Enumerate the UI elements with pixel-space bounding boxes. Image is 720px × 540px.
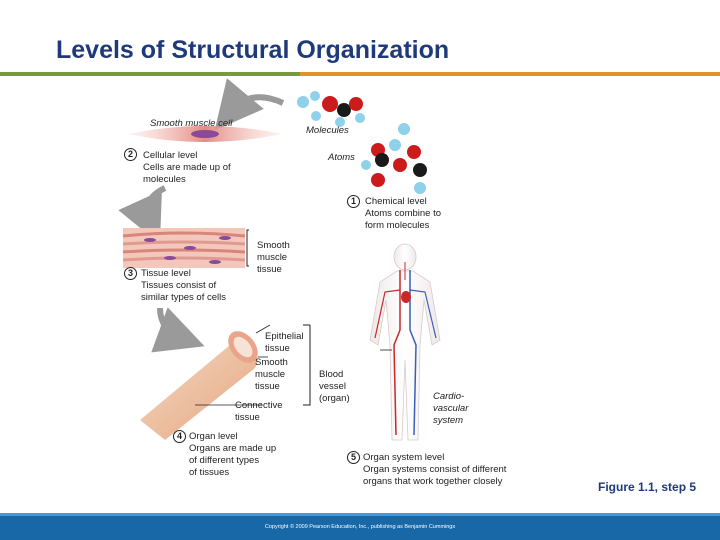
footer-stripe xyxy=(0,513,720,516)
arrow-cell-to-tissue xyxy=(118,185,167,244)
step-5-marker: 5 xyxy=(347,451,360,464)
step-1-marker: 1 xyxy=(347,195,360,208)
organ-smooth-muscle-tissue-label: Smooth muscle tissue xyxy=(255,357,288,392)
step-3-marker: 3 xyxy=(124,267,137,280)
arrow-tissue-to-organ xyxy=(151,307,205,353)
cellular-level-label: Cellular level Cells are made up of mole… xyxy=(143,150,231,185)
page-title: Levels of Structural Organization xyxy=(56,36,450,64)
smooth-muscle-tissue-label: Smooth muscle tissue xyxy=(257,240,290,275)
cardiovascular-system-label: Cardio- vascular system xyxy=(433,391,469,426)
blood-vessel-label: Blood vessel (organ) xyxy=(319,369,350,404)
atoms-label: Atoms xyxy=(328,152,355,163)
epithelial-tissue-label: Epithelial tissue xyxy=(265,331,304,354)
connective-tissue-label: Connective tissue xyxy=(235,400,283,423)
blood-vessel-illustration xyxy=(140,324,311,440)
tissue-level-label: Tissue level Tissues consist of similar … xyxy=(141,268,226,303)
footer-bar xyxy=(0,513,720,540)
step-4-marker: 4 xyxy=(173,430,186,443)
smooth-muscle-tissue-illustration xyxy=(122,228,249,268)
step-2-marker: 2 xyxy=(124,148,137,161)
cardiovascular-system-illustration xyxy=(369,243,441,441)
organ-system-level-label: Organ system level Organ systems consist… xyxy=(363,452,507,487)
copyright-text: Copyright © 2009 Pearson Education, Inc.… xyxy=(264,524,456,530)
atoms-molecules-illustration xyxy=(297,91,427,194)
chemical-level-label: Chemical level Atoms combine to form mol… xyxy=(365,196,442,231)
title-underline-orange xyxy=(300,72,720,76)
arrow-molecules-to-cell xyxy=(214,78,285,131)
smooth-muscle-cell-label: Smooth muscle cell xyxy=(150,118,233,129)
smooth-muscle-cell-illustration xyxy=(128,126,282,142)
figure-caption: Figure 1.1, step 5 xyxy=(598,480,697,494)
organ-level-label: Organ level Organs are made up of differ… xyxy=(189,431,277,478)
title-underline xyxy=(0,72,720,76)
molecules-label: Molecules xyxy=(306,125,349,136)
title-underline-green xyxy=(0,72,300,76)
